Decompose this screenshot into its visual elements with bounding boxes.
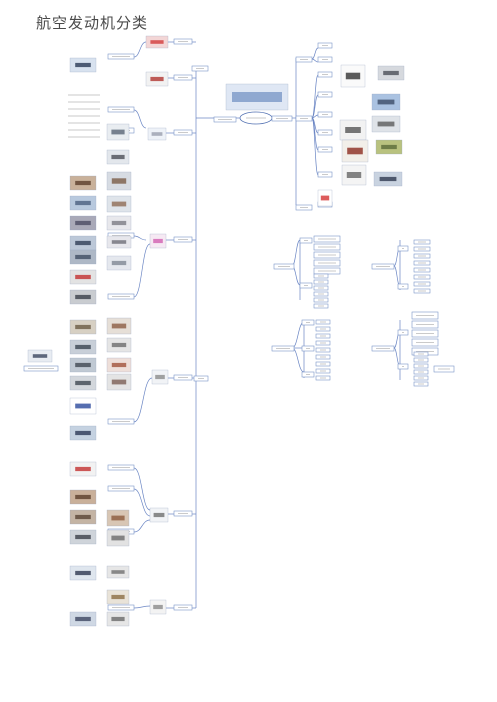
photo-subject bbox=[111, 535, 125, 541]
photo-subject bbox=[111, 323, 127, 329]
photo-subject bbox=[75, 430, 91, 436]
photo-subject bbox=[377, 121, 395, 127]
engine-core bbox=[232, 92, 282, 102]
photo-subject bbox=[75, 494, 91, 500]
connector-line bbox=[133, 467, 151, 511]
photo-subject bbox=[75, 254, 91, 260]
photo-subject bbox=[111, 178, 127, 184]
photo-subject bbox=[75, 570, 91, 576]
photo-subject bbox=[151, 132, 163, 136]
photo-subject bbox=[379, 176, 397, 182]
photo-subject bbox=[111, 594, 125, 600]
connector-line bbox=[133, 377, 153, 423]
photo-subject bbox=[75, 180, 91, 186]
photo-subject bbox=[150, 40, 164, 44]
photo-subject bbox=[111, 201, 127, 207]
connector-line bbox=[133, 605, 151, 609]
photo-subject bbox=[111, 260, 127, 266]
connector-line bbox=[393, 265, 401, 287]
connector-line bbox=[311, 74, 319, 119]
photo-subject bbox=[155, 374, 165, 380]
photo-subject bbox=[381, 144, 397, 150]
photo-subject bbox=[111, 154, 125, 160]
photo-subject bbox=[111, 379, 127, 385]
photo-subject bbox=[75, 324, 91, 330]
photo-subject bbox=[75, 62, 91, 68]
photo-subject bbox=[111, 362, 127, 368]
photo-subject bbox=[111, 342, 127, 348]
photo-subject bbox=[111, 616, 125, 622]
photo-subject bbox=[377, 99, 395, 105]
page-title: 航空发动机分类 bbox=[36, 14, 149, 32]
photo-subject bbox=[111, 220, 127, 226]
photo-subject bbox=[153, 238, 163, 244]
photo-subject bbox=[75, 240, 91, 246]
connector-line bbox=[133, 519, 151, 533]
connector-line bbox=[291, 321, 305, 349]
photo-subject bbox=[75, 514, 91, 520]
photo-subject bbox=[75, 403, 91, 409]
connector-line bbox=[133, 243, 151, 298]
connector-line bbox=[311, 117, 319, 176]
photo-subject bbox=[383, 70, 399, 76]
photo-subject bbox=[111, 240, 127, 244]
photo-subject bbox=[111, 129, 125, 135]
photo-subject bbox=[153, 512, 165, 518]
connector-line bbox=[133, 109, 147, 129]
connector-line bbox=[291, 239, 301, 267]
photo-subject bbox=[32, 354, 48, 358]
connector-line bbox=[311, 47, 319, 60]
photo-subject bbox=[75, 380, 91, 386]
photo-subject bbox=[345, 72, 361, 80]
connector-line bbox=[311, 114, 319, 119]
photo-subject bbox=[346, 172, 362, 178]
connector-line bbox=[133, 235, 147, 241]
photo-subject bbox=[320, 195, 330, 201]
photo-subject bbox=[111, 515, 125, 521]
photo-subject bbox=[75, 534, 91, 540]
connector-line bbox=[311, 58, 319, 63]
connector-line bbox=[133, 488, 151, 517]
photo-subject bbox=[75, 344, 91, 350]
photo-subject bbox=[345, 127, 361, 133]
photo-subject bbox=[75, 362, 91, 368]
connector-line bbox=[133, 41, 147, 58]
photo-subject bbox=[75, 274, 91, 280]
connector-line bbox=[291, 347, 305, 373]
photo-subject bbox=[75, 616, 91, 622]
photo-subject bbox=[153, 604, 163, 610]
connector-line bbox=[393, 347, 401, 367]
photo-subject bbox=[150, 76, 164, 82]
photo-subject bbox=[75, 466, 91, 472]
photo-subject bbox=[75, 200, 91, 206]
photo-subject bbox=[347, 147, 363, 155]
photo-subject bbox=[75, 294, 91, 300]
photo-subject bbox=[75, 220, 91, 226]
photo-subject bbox=[111, 570, 125, 574]
